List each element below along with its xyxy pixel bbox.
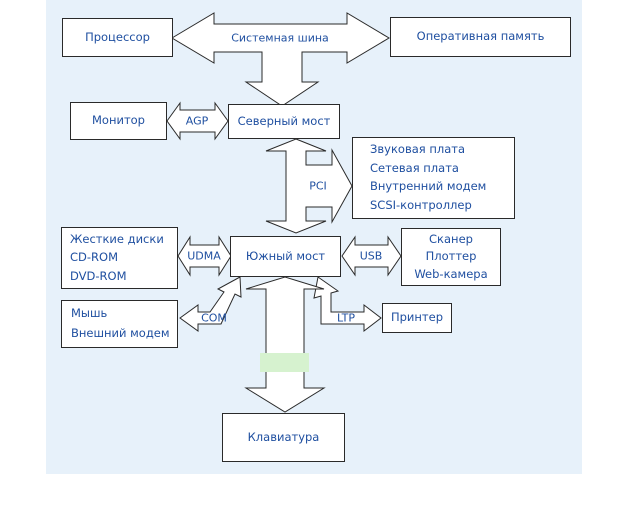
pci-device-item: SCSI-контроллер <box>370 198 472 213</box>
com-label: COM <box>201 311 227 325</box>
ram-label: Оперативная память <box>416 29 545 44</box>
com-device-item: Мышь <box>71 306 108 321</box>
southbridge-label: Южный мост <box>245 248 326 263</box>
com-devices-box: Мышь Внешний модем <box>61 300 178 348</box>
udma-label: UDMA <box>187 249 221 263</box>
northbridge-box: Северный мост <box>228 104 340 139</box>
pci-devices-box: Звуковая плата Сетевая плата Внутренний … <box>352 137 515 219</box>
ltp-arrow <box>313 276 382 333</box>
cpu-box: Процессор <box>62 18 173 57</box>
northbridge-label: Северный мост <box>237 113 331 128</box>
usb-devices-box: Сканер Плоттер Web-камера <box>401 228 501 286</box>
pci-device-item: Сетевая плата <box>370 160 459 175</box>
system-bus-arrow <box>171 12 390 107</box>
ltp-label: LTP <box>337 311 355 325</box>
cpu-label: Процессор <box>85 29 150 44</box>
pci-device-item: Звуковая плата <box>370 141 465 156</box>
com-arrow <box>179 276 242 332</box>
monitor-box: Монитор <box>70 102 167 140</box>
printer-box: Принтер <box>382 303 452 333</box>
agp-label: AGP <box>185 114 209 128</box>
disks-box: Жесткие диски CD-ROM DVD-ROM <box>61 227 178 289</box>
com-device-item: Внешний модем <box>71 326 170 341</box>
pci-label: PCI <box>309 179 327 193</box>
usb-device-item: Web-камера <box>414 266 488 281</box>
system-bus-label: Системная шина <box>231 31 329 45</box>
usb-label: USB <box>359 249 383 263</box>
disk-item: CD-ROM <box>70 250 118 265</box>
keyboard-arrow <box>244 276 326 413</box>
usb-device-item: Сканер <box>429 231 473 246</box>
usb-device-item: Плоттер <box>425 249 477 264</box>
pci-device-item: Внутренний модем <box>370 179 487 194</box>
ram-box: Оперативная память <box>390 17 571 57</box>
keyboard-box: Клавиатура <box>222 413 345 462</box>
printer-label: Принтер <box>390 310 443 325</box>
keyboard-label: Клавиатура <box>247 429 320 444</box>
disk-item: Жесткие диски <box>70 231 164 246</box>
green-highlight <box>260 353 309 372</box>
north-south-arrow <box>265 138 353 234</box>
southbridge-box: Южный мост <box>230 236 341 277</box>
disk-item: DVD-ROM <box>70 268 127 283</box>
monitor-label: Монитор <box>92 113 145 128</box>
